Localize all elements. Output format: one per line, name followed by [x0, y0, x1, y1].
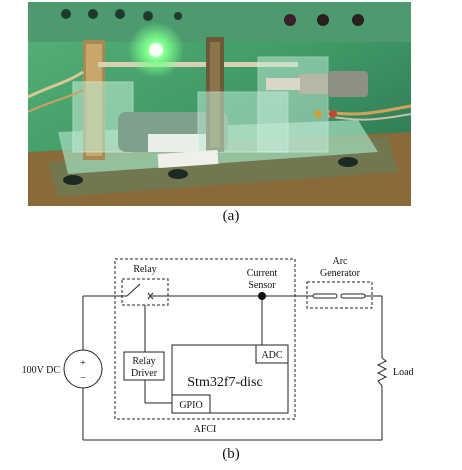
relay-driver-box: [123, 351, 165, 381]
arc-electrode-right: [340, 293, 366, 299]
relay-label: Relay: [133, 264, 156, 275]
gpio-box: [171, 394, 211, 414]
relay-driver-label-1: Relay: [132, 356, 155, 367]
dc-source-symbol: [63, 349, 103, 389]
caption-b: (b): [222, 446, 240, 462]
relay-boundary: [121, 278, 169, 306]
experimental-setup-photo: [28, 2, 411, 206]
arc-generator-label-1: Arc: [333, 256, 349, 267]
relay-driver-label-2: Driver: [131, 368, 158, 379]
gpio-label: GPIO: [179, 400, 202, 411]
current-sensor-dot: [258, 292, 266, 300]
current-sensor-label-2: Sensor: [248, 280, 276, 291]
afci-boundary: [114, 258, 296, 420]
source-plus: +: [80, 358, 86, 369]
source-minus: −: [80, 373, 86, 384]
load-label: Load: [393, 367, 414, 378]
arc-generator-boundary: [306, 281, 373, 309]
adc-label: ADC: [261, 350, 282, 361]
load-resistor-symbol: [376, 357, 388, 387]
current-sensor-label-1: Current: [247, 268, 278, 279]
afci-schematic: Relay Current Sensor Arc Generator Relay…: [22, 256, 414, 441]
source-label: 100V DC: [22, 365, 61, 376]
afci-label: AFCI: [194, 424, 217, 435]
arc-generator-label-2: Generator: [320, 268, 361, 279]
terminal-posts: [61, 9, 364, 26]
arc-electrode-left: [312, 293, 338, 299]
mcu-box: [171, 344, 289, 414]
adc-box: [255, 344, 289, 364]
mcu-label: Stm32f7-disc: [187, 375, 262, 390]
caption-a: (a): [222, 208, 240, 224]
